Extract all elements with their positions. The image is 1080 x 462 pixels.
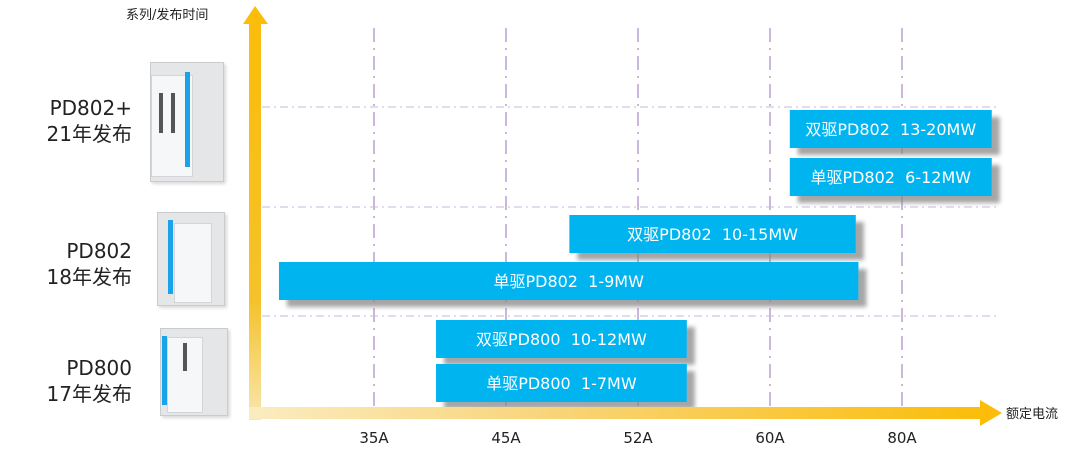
series-release: 21年发布 <box>46 122 132 146</box>
range-bar <box>278 262 859 300</box>
series-release: 17年发布 <box>46 382 132 406</box>
range-bar <box>436 364 687 402</box>
series-release: 18年发布 <box>46 265 132 289</box>
bar-label: 单驱PD800 1-7MW <box>486 374 637 393</box>
x-axis-line <box>249 407 984 419</box>
grid <box>262 28 1000 420</box>
range-bar <box>789 110 992 148</box>
x-tick-label: 45A <box>491 429 521 447</box>
x-tick-label: 60A <box>755 429 785 447</box>
bar-label: 单驱PD802 6-12MW <box>810 168 971 187</box>
axes: 系列/发布时间 额定电流 <box>126 6 1058 426</box>
x-axis-title: 额定电流 <box>1006 407 1058 422</box>
range-bar <box>789 158 992 196</box>
series-name: PD802+ <box>49 96 132 120</box>
bars: 双驱PD802 13-20MW 单驱PD802 6-12MW 双驱PD802 10-… <box>278 110 992 402</box>
y-axis-arrow-icon <box>243 6 268 24</box>
pd802plus-product-image <box>150 62 224 182</box>
x-ticks: 35A 45A 52A 60A 80A <box>359 429 917 447</box>
x-axis-arrow-icon <box>980 400 1002 426</box>
x-tick-label: 52A <box>623 429 653 447</box>
y-axis-title: 系列/发布时间 <box>126 7 208 23</box>
range-bar <box>569 215 856 253</box>
x-tick-label: 80A <box>887 429 917 447</box>
series-name: PD802 <box>66 239 132 263</box>
bar-label: 双驱PD802 10-15MW <box>627 225 798 244</box>
pd802-product-image <box>157 212 225 306</box>
bar-label: 双驱PD802 13-20MW <box>805 120 976 139</box>
x-tick-label: 35A <box>359 429 389 447</box>
pd800-product-image <box>160 328 228 416</box>
range-bar <box>436 320 687 358</box>
y-axis-line <box>249 20 261 420</box>
bar-label: 单驱PD802 1-9MW <box>493 272 644 291</box>
bar-label: 双驱PD800 10-12MW <box>476 330 647 349</box>
series-name: PD800 <box>66 356 132 380</box>
